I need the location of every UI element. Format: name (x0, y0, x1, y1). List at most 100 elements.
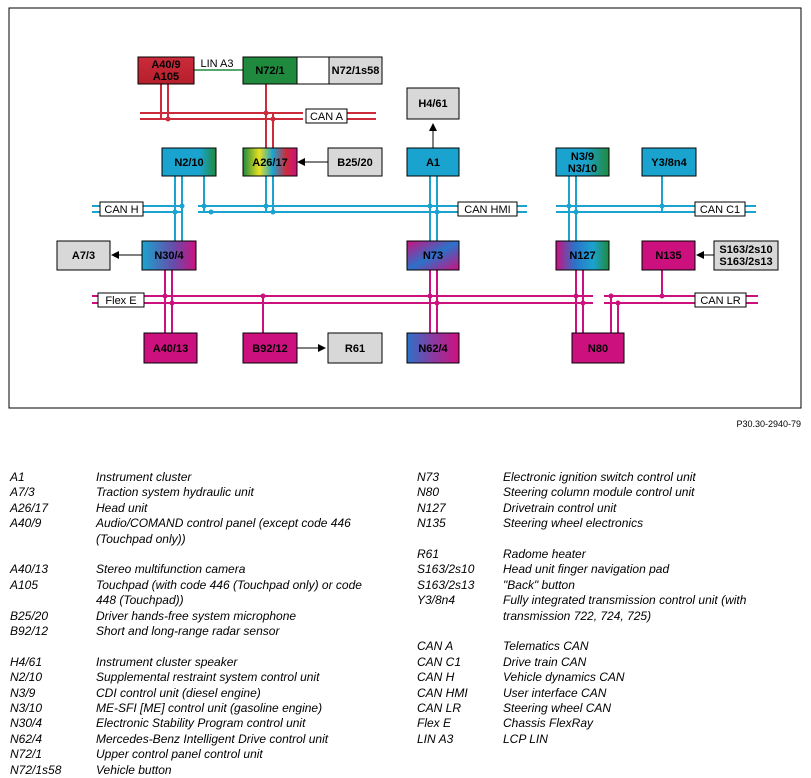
legend-description: Electronic Stability Program control uni… (96, 716, 306, 731)
legend-description: Telematics CAN (503, 639, 589, 654)
legend-description: LCP LIN (503, 731, 548, 746)
legend-code: CAN HMI (417, 685, 468, 700)
svg-text:N80: N80 (588, 343, 608, 355)
svg-text:N3/10: N3/10 (568, 163, 597, 175)
legend-description: Steering column module control unit (503, 485, 695, 500)
legend-description: Upper control panel control unit (96, 747, 263, 762)
can-lr-label: CAN LR (700, 295, 740, 307)
svg-text:A26/17: A26/17 (252, 157, 287, 169)
legend-description: Radome heater (503, 547, 586, 561)
legend-description: Instrument cluster speaker (96, 654, 238, 669)
module-b92-12: B92/12 (242, 332, 298, 364)
network-diagram: CAN A CAN H CAN HMI CAN C1 Flex E CAN LR… (8, 7, 802, 409)
legend-description: Driver hands-free system microphone (96, 608, 297, 623)
legend-description: Drive train CAN (503, 654, 587, 669)
svg-text:N30/4: N30/4 (154, 250, 184, 262)
connections-flexray (164, 270, 663, 333)
legend-code: S163/2s10 (417, 562, 475, 577)
legend-code: N3/10 (10, 701, 43, 715)
svg-text:N62/4: N62/4 (418, 343, 448, 355)
bus-flex-e (92, 295, 593, 304)
module-n2-10: N2/10 (161, 147, 217, 177)
legend-code: N62/4 (10, 731, 43, 746)
module-b25-20: B25/20 (327, 147, 383, 177)
legend-description: Mercedes-Benz Intelligent Drive control … (96, 731, 329, 746)
legend-description: ME-SFI [ME] control unit (gasoline engin… (96, 701, 323, 715)
legend-code: N80 (417, 485, 440, 500)
svg-text:Y3/8n4: Y3/8n4 (651, 157, 687, 169)
module-n80: N80 (571, 332, 625, 364)
legend-description: Chassis FlexRay (503, 716, 594, 731)
legend-code: B25/20 (10, 608, 49, 623)
legend-description: Drivetrain control unit (503, 500, 617, 515)
legend-code: CAN C1 (417, 654, 462, 669)
bus-labels: CAN A CAN H CAN HMI CAN C1 Flex E CAN LR… (97, 58, 747, 308)
module-n127: N127 (555, 240, 610, 271)
legend-description: Fully integrated transmission control un… (503, 593, 747, 608)
svg-text:N127: N127 (569, 250, 595, 262)
module-n72-1s58: N72/1s58 (328, 56, 383, 85)
legend-description: Electronic ignition switch control unit (503, 470, 696, 484)
module-y3-8n4: Y3/8n4 (641, 147, 697, 177)
legend-description: Head unit finger navigation pad (503, 562, 670, 577)
module-n3-9-n3-10: N3/9 N3/10 (555, 147, 610, 177)
module-r61: R61 (327, 332, 383, 364)
legend-description: Head unit (96, 500, 148, 515)
legend-description: Short and long-range radar sensor (96, 624, 280, 638)
legend-code: A7/3 (10, 485, 35, 500)
can-c1-label: CAN C1 (700, 204, 740, 216)
legend-description: Stereo multifunction camera (96, 562, 246, 577)
legend-code: A40/13 (10, 562, 49, 577)
module-n135: N135 (641, 240, 696, 271)
svg-text:H4/61: H4/61 (418, 98, 447, 110)
legend-code: H4/61 (10, 654, 43, 669)
legend-code: N72/1 (10, 747, 43, 762)
legend-code: CAN LR (417, 701, 462, 715)
legend-description: Instrument cluster (96, 470, 192, 484)
bus-can-hmi (198, 205, 527, 213)
module-n73: N73 (406, 240, 460, 271)
lin-a3-label: LIN A3 (200, 58, 233, 70)
legend-code: A1 (10, 470, 25, 484)
svg-text:N72/1s58: N72/1s58 (332, 65, 380, 77)
legend-code: CAN H (417, 670, 455, 685)
svg-text:B92/12: B92/12 (252, 343, 287, 355)
legend-code: N73 (417, 470, 440, 484)
svg-text:B25/20: B25/20 (337, 157, 372, 169)
legend-description: Vehicle dynamics CAN (503, 670, 625, 685)
legend-code: CAN A (417, 639, 454, 654)
flex-e-label: Flex E (105, 295, 136, 307)
svg-text:N3/9: N3/9 (571, 151, 594, 163)
module-n72-1: N72/1 (242, 56, 330, 85)
can-h-label: CAN H (104, 204, 138, 216)
legend-description: Traction system hydraulic unit (96, 485, 254, 500)
legend-description: User interface CAN (503, 685, 607, 700)
svg-text:A1: A1 (426, 157, 440, 169)
module-s163: S163/2s10 S163/2s13 (713, 240, 779, 271)
svg-text:N135: N135 (655, 250, 681, 262)
legend-description: "Back" button (503, 577, 575, 592)
connections-can-blue (174, 176, 663, 241)
svg-text:A40/13: A40/13 (153, 343, 188, 355)
module-a40-13: A40/13 (143, 332, 198, 364)
legend-code: N127 (417, 500, 446, 515)
legend-code: Flex E (417, 716, 452, 731)
legend-code: A105 (10, 577, 39, 592)
legend-description: Steering wheel CAN (503, 701, 612, 715)
figure-reference-code: P30.30-2940-79 (736, 419, 801, 429)
svg-text:A7/3: A7/3 (72, 250, 95, 262)
legend-code: Y3/8n4 (417, 593, 456, 608)
legend-code: N30/4 (10, 716, 43, 731)
legend-description: Steering wheel electronics (503, 516, 644, 531)
legend-code: B92/12 (10, 624, 49, 638)
module-a7-3: A7/3 (56, 240, 111, 271)
connection-dots (162, 110, 665, 306)
bus-can-c1 (556, 205, 756, 213)
svg-text:A40/9: A40/9 (151, 59, 180, 71)
svg-text:A105: A105 (153, 71, 179, 83)
module-h4-61: H4/61 (406, 87, 460, 120)
legend-description: Supplemental restraint system control un… (96, 670, 320, 685)
module-n62-4: N62/4 (406, 332, 460, 364)
module-a26-17: A26/17 (242, 147, 298, 177)
legend-description: CDI control unit (diesel engine) (96, 685, 261, 700)
